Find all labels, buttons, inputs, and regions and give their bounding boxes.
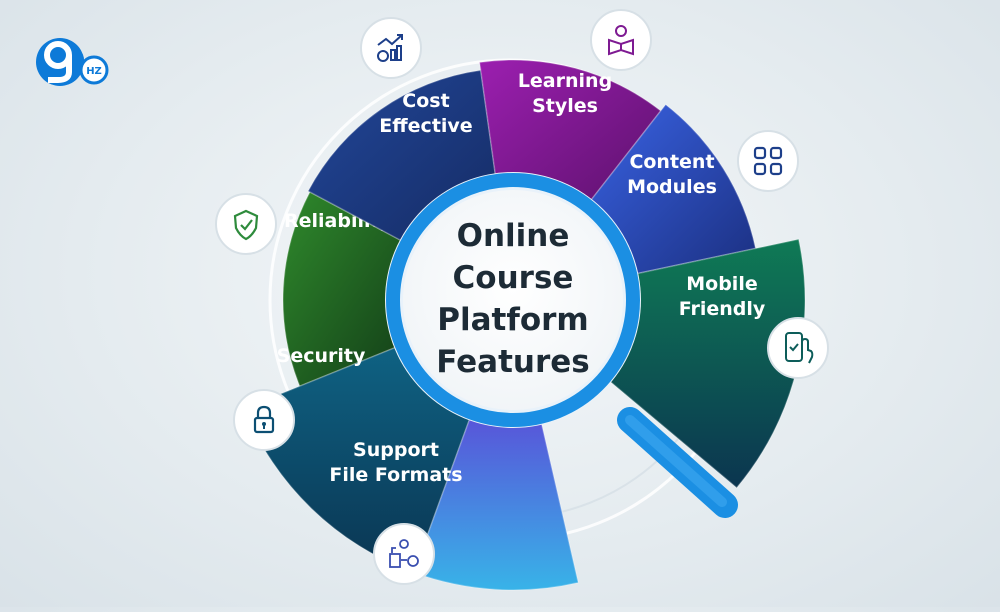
center-title-line: Platform bbox=[437, 302, 588, 338]
segment-label: Learning bbox=[518, 70, 612, 92]
shield-check-icon bbox=[215, 193, 277, 255]
growth-chart-coins-icon bbox=[360, 17, 422, 79]
reader-with-book-icon bbox=[590, 9, 652, 71]
segment-label: Support bbox=[353, 439, 439, 461]
center-title: Online Course Platform Features bbox=[436, 218, 590, 380]
center-title-line: Features bbox=[436, 344, 590, 380]
segment-label: Friendly bbox=[679, 298, 766, 320]
padlock-icon bbox=[233, 389, 295, 451]
center-title-line: Course bbox=[453, 260, 574, 296]
segment-label: Content bbox=[629, 151, 714, 173]
brand-logo: HZ bbox=[36, 38, 109, 86]
center-lens-ring bbox=[386, 173, 640, 427]
mobile-touch-icon bbox=[767, 317, 829, 379]
segment-label: Mobile bbox=[686, 273, 757, 295]
center-lens-face bbox=[403, 190, 623, 410]
segment-label: File Formats bbox=[329, 464, 462, 486]
segment-label: Security bbox=[277, 345, 366, 367]
segment-security: Security bbox=[233, 341, 475, 574]
center-title-line: Online bbox=[457, 218, 570, 254]
file-settings-icon bbox=[373, 523, 435, 585]
segment-label: Styles bbox=[532, 95, 598, 117]
logo-suffix: HZ bbox=[86, 66, 102, 77]
segment-label: Cost bbox=[402, 90, 449, 112]
magnifier-handle bbox=[617, 407, 738, 518]
segment-label: Effective bbox=[379, 115, 472, 137]
segment-group: ReliabilityCostEffectiveLearningStylesCo… bbox=[215, 9, 829, 591]
grid-modules-icon bbox=[737, 130, 799, 192]
segment-label: Modules bbox=[627, 176, 717, 198]
logo-suffix-badge bbox=[79, 55, 109, 85]
